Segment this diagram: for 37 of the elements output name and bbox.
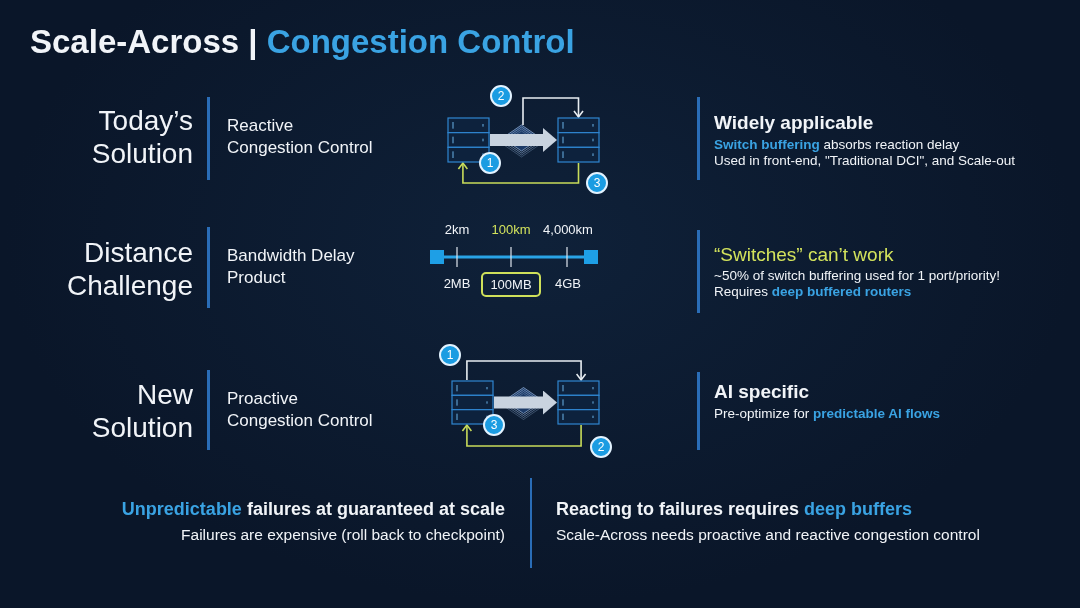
highlighted-value: 100MB xyxy=(481,272,541,297)
elbow-arrow xyxy=(457,162,580,184)
scale-label: 4,000km xyxy=(543,222,593,238)
callout-number: 3 xyxy=(483,414,505,436)
point-heading: Widely applicable xyxy=(714,111,874,135)
server-rack-icon xyxy=(557,380,600,425)
row-subtitle: Proactive Congestion Control xyxy=(227,388,374,432)
scale-label: 2km xyxy=(444,222,470,238)
row-subtitle: Reactive Congestion Control xyxy=(227,115,374,159)
point-text: Switch buffering absorbs reaction delay xyxy=(714,136,960,153)
callout-number: 3 xyxy=(586,172,608,194)
server-rack-icon xyxy=(557,117,600,163)
elbow-arrow xyxy=(461,424,582,447)
callout-number: 1 xyxy=(439,344,461,366)
row-heading: Today’s Solution xyxy=(91,104,193,170)
summary-text: Failures are expensive (roll back to checkpoint) xyxy=(181,525,505,544)
callout-number: 1 xyxy=(479,152,501,174)
scale-label: 2MB xyxy=(443,276,471,292)
summary-heading: Reacting to failures requires deep buffers xyxy=(556,498,913,521)
callout-number: 2 xyxy=(590,436,612,458)
scale-label: 4GB xyxy=(555,276,581,292)
slide-title: Scale-Across | Congestion Control xyxy=(30,22,575,62)
point-text: Used in front-end, "Traditional DCI", and Scale-out xyxy=(714,152,1015,169)
summary-heading: Unpredictable failures at guaranteed at scale xyxy=(121,498,505,521)
row-heading: New Solution xyxy=(91,378,193,444)
summary-text: Scale-Across needs proactive and reactive congestion control xyxy=(556,525,980,544)
row-subtitle: Bandwidth Delay Product xyxy=(227,245,356,289)
elbow-arrow xyxy=(522,97,584,126)
point-heading: “Switches” can’t work xyxy=(714,243,894,267)
point-text: Pre-optimize for predictable AI flows xyxy=(714,405,941,422)
point-text: ~50% of switch buffering used for 1 port/priority! xyxy=(714,267,1001,284)
point-text: Requires deep buffered routers xyxy=(714,283,912,300)
scale-label: 100km xyxy=(491,222,531,238)
row-heading: Distance Challenge xyxy=(66,236,193,302)
callout-number: 2 xyxy=(490,85,512,107)
elbow-arrow xyxy=(466,360,587,381)
point-heading: AI specific xyxy=(714,380,810,404)
